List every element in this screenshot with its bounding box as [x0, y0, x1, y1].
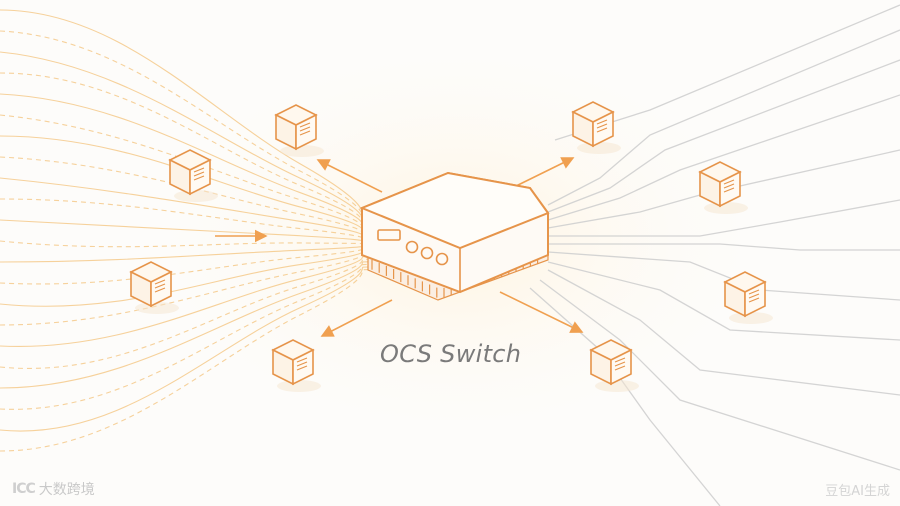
fiber-line [0, 269, 369, 452]
watermark-right: 豆包AI生成 [825, 484, 890, 499]
node-vent-line [596, 123, 608, 129]
fiber-line [0, 263, 369, 410]
node-front [189, 158, 211, 196]
node-shadow [277, 380, 321, 392]
server-node [698, 161, 748, 214]
node-shadow [704, 202, 748, 214]
circuit-trace [547, 251, 900, 301]
node-shadow [595, 380, 639, 392]
node-front [150, 270, 172, 308]
server-node [129, 261, 179, 314]
node-vent-line [296, 361, 308, 367]
server-node [571, 101, 621, 154]
node-shadow [729, 312, 773, 324]
circuit-trace [547, 94, 900, 221]
node-front [592, 110, 614, 148]
node-shadow [280, 145, 324, 157]
node-shadow [174, 190, 218, 202]
fiber-line [0, 30, 369, 219]
node-front [295, 113, 317, 151]
node-shadow [577, 142, 621, 154]
node-vent-line [748, 289, 760, 295]
circuit-trace [547, 29, 900, 206]
node-vent-line [154, 287, 166, 293]
node-vent-line [748, 297, 760, 303]
circuit-trace [547, 261, 900, 341]
signal-arrow [320, 299, 393, 337]
node-vent-line [723, 183, 735, 189]
watermark-left-text: 大数跨境 [38, 482, 95, 498]
node-vent-line [193, 175, 205, 181]
right-circuit-traces [529, 4, 900, 506]
node-vent-line [748, 293, 760, 299]
ocs-switch-device [359, 171, 550, 301]
node-vent-line [596, 119, 608, 125]
server-node [723, 271, 773, 324]
circuit-trace [548, 199, 900, 237]
signal-arrow [316, 159, 383, 193]
signal-arrow [511, 157, 575, 189]
node-vent-line [723, 187, 735, 193]
fiber-line [0, 266, 369, 432]
fiber-line [0, 261, 369, 389]
node-vent-line [614, 361, 626, 367]
node-vent-line [299, 122, 311, 128]
node-vent-line [596, 127, 608, 133]
node-vent-line [296, 357, 308, 363]
circuit-trace [539, 279, 900, 471]
status-light-icon [435, 252, 449, 266]
node-vent-line [614, 357, 626, 363]
status-light-icon [420, 246, 434, 260]
node-front [744, 280, 766, 318]
server-node [271, 339, 321, 392]
node-vent-line [614, 365, 626, 371]
status-light-icon [405, 240, 419, 254]
node-front [719, 170, 741, 208]
node-vent-line [296, 365, 308, 371]
switch-top [359, 171, 550, 250]
circuit-trace [547, 149, 900, 229]
node-vent-line [193, 171, 205, 177]
circuit-trace [547, 269, 900, 396]
circuit-trace [548, 243, 900, 251]
node-front [610, 348, 632, 386]
signal-arrow [499, 291, 584, 333]
server-nodes [129, 101, 773, 392]
circuit-trace [547, 59, 900, 213]
node-front [292, 348, 314, 386]
server-node [589, 339, 639, 392]
fiber-line [0, 258, 369, 369]
node-shadow [135, 302, 179, 314]
node-vent-line [299, 130, 311, 136]
node-vent-line [723, 179, 735, 185]
node-vent-line [299, 126, 311, 132]
port-slot-icon [377, 229, 401, 241]
node-vent-line [154, 279, 166, 285]
watermark-left: ICC 大数跨境 [12, 479, 95, 499]
diagram-caption: OCS Switch [380, 340, 522, 368]
node-vent-line [193, 167, 205, 173]
signal-arrows [215, 157, 584, 337]
fiber-line [0, 256, 369, 348]
server-node [168, 149, 218, 202]
node-vent-line [154, 283, 166, 289]
server-node [274, 104, 324, 157]
watermark-logo: ICC [12, 481, 36, 497]
